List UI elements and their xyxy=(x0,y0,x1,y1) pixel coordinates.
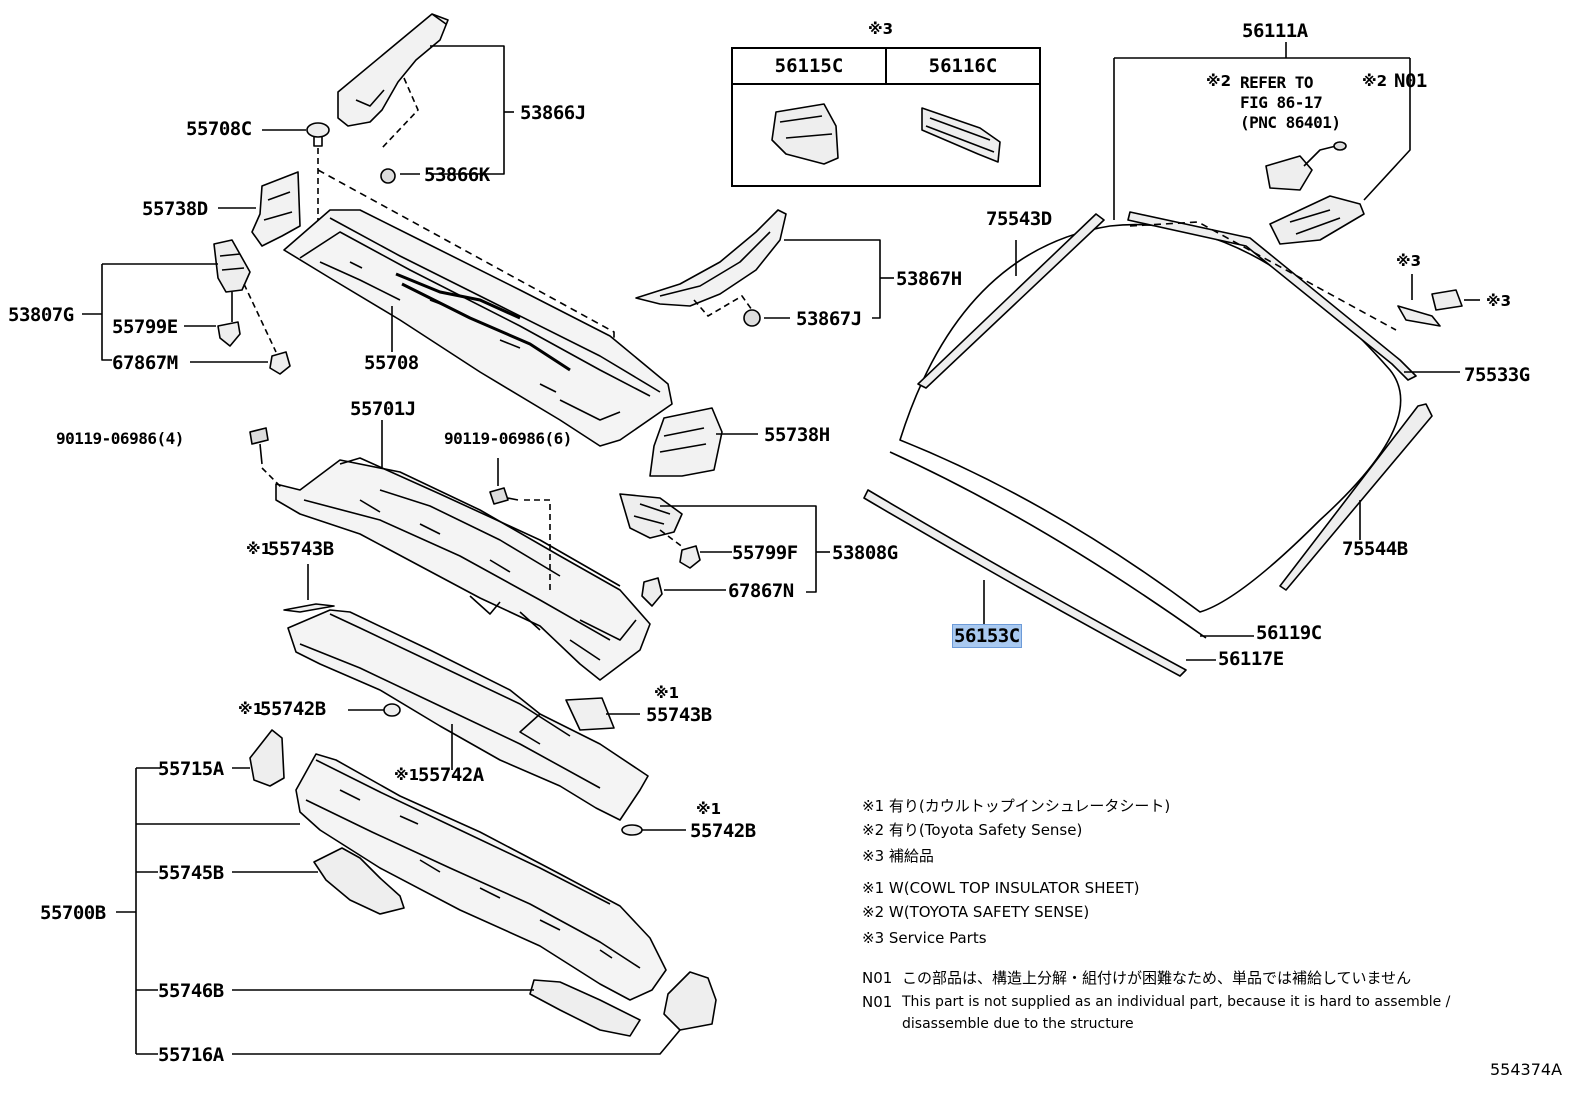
mark-1-55742b-right: ※1 xyxy=(696,800,722,818)
refer-line-1: REFER TO xyxy=(1240,73,1314,92)
note-n01-en-1: This part is not supplied as an individu… xyxy=(902,994,1451,1010)
sheet-55743b-left xyxy=(283,603,335,613)
part-label-55738d[interactable]: 55738D xyxy=(142,198,208,220)
part-label-55799e[interactable]: 55799E xyxy=(112,316,178,338)
part-label-53807g[interactable]: 53807G xyxy=(8,304,74,326)
note-n01-key-1: N01 xyxy=(862,969,893,987)
side-cover-53867h-drawing xyxy=(635,209,787,327)
part-label-75544b[interactable]: 75544B xyxy=(1342,538,1408,560)
service-piece-2 xyxy=(1431,289,1463,311)
part-label-55745b[interactable]: 55745B xyxy=(158,862,224,884)
mark-1-55743b-right: ※1 xyxy=(654,684,680,702)
seal-55742b-left xyxy=(383,703,401,717)
part-label-53866k[interactable]: 53866K xyxy=(424,164,490,186)
mark-1-55742b-left: ※1 xyxy=(238,700,264,718)
part-label-90119-6[interactable]: 90119-06986(6) xyxy=(444,429,572,448)
part-label-53808g[interactable]: 53808G xyxy=(832,542,898,564)
part-label-55746b[interactable]: 55746B xyxy=(158,980,224,1002)
refer-line-3: (PNC 86401) xyxy=(1240,113,1341,132)
sheet-55743b-right xyxy=(565,697,615,731)
note-n01-en-2: disassemble due to the structure xyxy=(902,1016,1134,1032)
note-n01-jp: この部品は、構造上分解・組付けが困難なため、単品では補給していません xyxy=(902,969,1412,987)
part-label-53867j[interactable]: 53867J xyxy=(796,308,862,330)
mark-3-box: ※3 xyxy=(868,20,894,38)
side-cover-53866j-drawing xyxy=(337,13,449,184)
part-label-55799f[interactable]: 55799F xyxy=(732,542,798,564)
part-label-56117e[interactable]: 56117E xyxy=(1218,648,1284,670)
molding-75544b-drawing xyxy=(1279,403,1433,591)
part-label-56115c[interactable]: 56115C xyxy=(733,49,887,85)
part-label-n01[interactable]: N01 xyxy=(1394,70,1427,92)
part-label-55743b-left[interactable]: 55743B xyxy=(268,538,334,560)
windshield-glass-drawing xyxy=(889,223,1402,639)
part-label-55742b-right[interactable]: 55742B xyxy=(690,820,756,842)
part-label-56116c[interactable]: 56116C xyxy=(887,49,1039,85)
note-jp-1: ※1 有り(カウルトップインシュレータシート) xyxy=(862,797,1171,815)
note-en-2: ※2 W(TOYOTA SAFETY SENSE) xyxy=(862,903,1090,921)
part-label-53866j[interactable]: 53866J xyxy=(520,102,586,124)
bracket-53808g-drawing xyxy=(619,493,701,607)
mark-2-refer: ※2 xyxy=(1206,72,1232,90)
part-label-55701j[interactable]: 55701J xyxy=(350,398,416,420)
note-en-1: ※1 W(COWL TOP INSULATOR SHEET) xyxy=(862,879,1140,897)
part-label-55700b[interactable]: 55700B xyxy=(40,902,106,924)
figure-code: 554374A xyxy=(1490,1060,1563,1079)
bracket-55716a-drawing xyxy=(663,971,717,1031)
note-jp-2: ※2 有り(Toyota Safety Sense) xyxy=(862,821,1083,839)
part-label-53867h[interactable]: 53867H xyxy=(896,268,962,290)
service-piece-1 xyxy=(1397,305,1441,327)
part-label-56153c[interactable]: 56153C xyxy=(952,624,1022,648)
part-label-56111a[interactable]: 56111A xyxy=(1242,20,1308,42)
bracket-53807g-drawing xyxy=(213,239,291,375)
part-label-67867n[interactable]: 67867N xyxy=(728,580,794,602)
part-label-90119-4[interactable]: 90119-06986(4) xyxy=(56,429,184,448)
insulator-55742a-drawing xyxy=(287,609,649,821)
refer-line-2: FIG 86-17 xyxy=(1240,93,1323,112)
bracket-55745b-drawing xyxy=(313,847,405,915)
clip-56116c-drawing xyxy=(921,107,1001,163)
bracket-55738h-drawing xyxy=(649,407,758,477)
part-label-67867m[interactable]: 67867M xyxy=(112,352,178,374)
part-label-55708c[interactable]: 55708C xyxy=(186,118,252,140)
mark-1-55743b-left: ※1 xyxy=(246,540,272,558)
part-label-55716a[interactable]: 55716A xyxy=(158,1044,224,1066)
note-jp-3: ※3 補給品 xyxy=(862,847,934,865)
seal-55742b-right xyxy=(621,824,643,836)
part-label-55742a[interactable]: 55742A xyxy=(418,764,484,786)
molding-75533g-drawing xyxy=(1127,211,1417,381)
mark-2-n01: ※2 xyxy=(1362,72,1388,90)
part-label-75543d[interactable]: 75543D xyxy=(986,208,1052,230)
part-label-55738h[interactable]: 55738H xyxy=(764,424,830,446)
cowl-top-panel-55708-drawing xyxy=(283,209,673,447)
part-label-55715a[interactable]: 55715A xyxy=(158,758,224,780)
cowl-ventilator-55701j-drawing xyxy=(275,457,651,681)
note-n01-key-2: N01 xyxy=(862,993,893,1011)
part-label-55743b-right[interactable]: 55743B xyxy=(646,704,712,726)
clip-56115c-drawing xyxy=(771,103,839,165)
mark-3-piece-2: ※3 xyxy=(1486,292,1512,310)
part-label-75533g[interactable]: 75533G xyxy=(1464,364,1530,386)
molding-75543d-drawing xyxy=(917,213,1105,389)
bolt-90119-6-drawing xyxy=(489,458,551,590)
mark-1-55742a: ※1 xyxy=(394,766,420,784)
bracket-55715a-drawing xyxy=(249,729,285,787)
sensor-bracket-n01-drawing xyxy=(1265,141,1365,245)
bracket-55746b-drawing xyxy=(529,979,641,1037)
bracket-55738d-drawing xyxy=(218,171,301,247)
part-label-56119c[interactable]: 56119C xyxy=(1256,622,1322,644)
cowl-panel-55700b-drawing xyxy=(295,753,667,1001)
clip-55708c-drawing xyxy=(262,122,330,147)
service-parts-box: 56115C 56116C xyxy=(731,47,1041,187)
note-en-3: ※3 Service Parts xyxy=(862,929,987,947)
bolt-90119-4-drawing xyxy=(249,427,283,489)
molding-56117e-drawing xyxy=(863,489,1187,677)
part-label-55708[interactable]: 55708 xyxy=(364,352,419,374)
part-label-55742b-left[interactable]: 55742B xyxy=(260,698,326,720)
mark-3-piece-1: ※3 xyxy=(1396,252,1422,270)
